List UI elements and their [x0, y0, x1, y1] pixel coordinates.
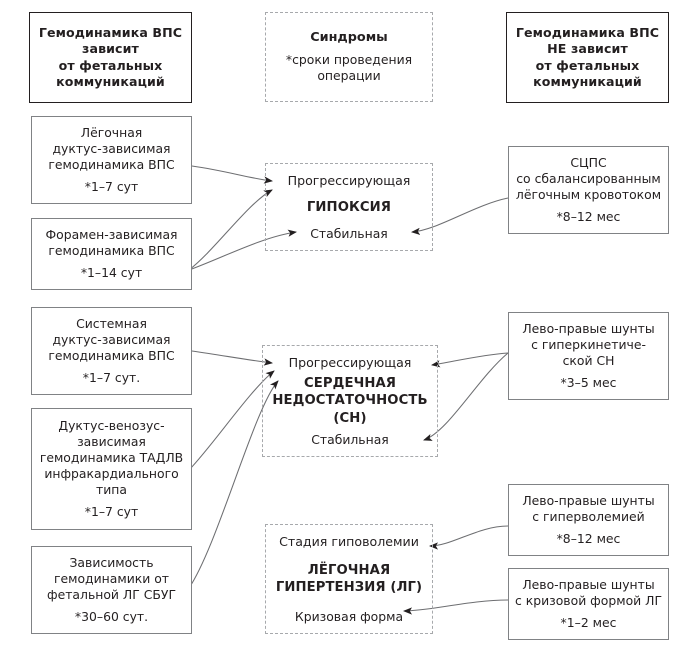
- left-box-3-line-3: инфракардиального: [44, 466, 179, 481]
- right-box-1-line-2: ской СН: [562, 353, 615, 368]
- right-box-left-right-shunts-crisis-ph: Лево-правые шунты с кризовой формой ЛГ *…: [508, 568, 669, 640]
- left-box-3-note: *1–7 сут: [84, 503, 139, 519]
- right-box-0-note: *8–12 мес: [556, 208, 621, 224]
- header-left-line1: Гемодинамика ВПС: [38, 24, 183, 40]
- left-box-systemic-ductus-dependent: Системная дуктус-зависимая гемодинамика …: [31, 307, 192, 395]
- heart-failure-progressive-label: Прогрессирующая: [288, 355, 412, 370]
- left-box-1-line-1: гемодинамика ВПС: [48, 243, 175, 259]
- header-left-line4: коммуникаций: [56, 73, 165, 89]
- right-box-2-note: *8–12 мес: [556, 530, 621, 546]
- header-center-line2: операции: [317, 67, 381, 83]
- right-box-scps-balanced-flow: СЦПС со сбалансированным лёгочным кровот…: [508, 146, 669, 234]
- heart-failure-title-line-0: СЕРДЕЧНАЯ: [303, 376, 397, 392]
- header-right-line2: НЕ зависит: [547, 41, 628, 57]
- ph-hypovolemia-label: Стадия гиповолемии: [279, 534, 419, 549]
- left-box-1-note: *1–14 сут: [80, 264, 143, 280]
- right-box-0-line-0: СЦПС: [570, 155, 607, 171]
- left-box-4-line-2: фетальной ЛГ СБУГ: [47, 587, 176, 602]
- left-box-3-line-2: гемодинамика ТАДЛВ: [39, 450, 184, 466]
- header-right-line1: Гемодинамика ВПС: [515, 24, 660, 40]
- left-box-ductus-venosus-dependent: Дуктус-венозус- зависимая гемодинамика Т…: [31, 408, 192, 530]
- ph-crisis-label: Кризовая форма: [294, 609, 404, 624]
- right-box-3-line-1: с кризовой формой ЛГ: [514, 593, 663, 609]
- arrow-hypervolemia-to-ph-hypovolemia: [429, 525, 509, 550]
- left-box-0-line-1: дуктус-зависимая: [52, 141, 171, 157]
- arrow-systemic-to-hf-progressive: [191, 350, 273, 366]
- left-box-foramen-dependent: Форамен-зависимая гемодинамика ВПС *1–14…: [31, 218, 192, 290]
- center-box-pulmonary-hypertension: Стадия гиповолемии ЛЁГОЧНАЯ ГИПЕРТЕНЗИЯ …: [265, 524, 433, 634]
- hypoxia-title: ГИПОКСИЯ: [306, 199, 392, 215]
- right-box-3-note: *1–2 мес: [560, 614, 617, 630]
- right-box-left-right-shunts-hyperkinetic: Лево-правые шунты с гиперкинетиче- ской …: [508, 312, 669, 400]
- center-box-heart-failure: Прогрессирующая СЕРДЕЧНАЯ НЕДОСТАТОЧНОСТ…: [262, 345, 438, 457]
- heart-failure-stable-label: Стабильная: [311, 432, 389, 447]
- header-right-line4: коммуникаций: [533, 73, 642, 89]
- header-left-line3: от фетальных: [58, 57, 163, 73]
- header-left-dependent: Гемодинамика ВПС зависит от фетальных ко…: [29, 12, 192, 103]
- left-box-0-note: *1–7 сут: [84, 178, 139, 194]
- ph-title: ЛЁГОЧНАЯ ГИПЕРТЕНЗИЯ (ЛГ): [266, 562, 432, 596]
- left-box-2-line-2: гемодинамика ВПС: [48, 348, 175, 363]
- left-box-pulmonary-ductus-dependent: Лёгочная дуктус-зависимая гемодинамика В…: [31, 116, 192, 204]
- ph-title-line-1: ГИПЕРТЕНЗИЯ (ЛГ): [275, 580, 423, 595]
- left-box-2-note: *1–7 сут.: [82, 369, 141, 385]
- header-right-independent: Гемодинамика ВПС НЕ зависит от фетальных…: [506, 12, 669, 103]
- right-box-3-line-0: Лево-правые шунты: [522, 577, 655, 593]
- right-box-1-line-1: с гиперкинетиче-: [531, 337, 646, 353]
- left-box-4-note: *30–60 сут.: [74, 608, 149, 624]
- right-box-0-line-1: со сбалансированным: [516, 171, 661, 187]
- left-box-4-line-0: Зависимость: [69, 555, 154, 571]
- header-left-line2: зависит: [82, 41, 139, 57]
- arrow-pulmonary-to-hypoxia-progressive: [191, 165, 273, 184]
- header-center-line1: *сроки проведения: [285, 51, 413, 67]
- left-box-0-line-0: Лёгочная: [80, 125, 143, 141]
- heart-failure-title-line-1: НЕДОСТАТОЧНОСТЬ (СН): [272, 393, 428, 426]
- right-box-1-note: *3–5 мес: [560, 374, 617, 390]
- arrow-foramen-to-hypoxia-progressive: [188, 189, 273, 271]
- arrow-hyperkinetic-to-hf-progressive: [431, 352, 509, 368]
- left-box-3-line-1: зависимая: [77, 434, 146, 450]
- left-box-1-line-0: Форамен-зависимая: [45, 227, 178, 243]
- left-box-4-line-1: гемодинамики от: [53, 571, 170, 587]
- left-box-2-line-0: Системная: [76, 316, 147, 332]
- right-box-0-line-2: лёгочным кровотоком: [515, 187, 662, 202]
- hypoxia-progressive-label: Прогрессирующая: [287, 173, 411, 188]
- center-box-hypoxia: Прогрессирующая ГИПОКСИЯ Стабильная: [265, 163, 433, 251]
- hypoxia-stable-label: Стабильная: [310, 226, 388, 241]
- header-right-line3: от фетальных: [535, 57, 640, 73]
- right-box-1-line-0: Лево-правые шунты: [522, 321, 655, 337]
- left-box-fetal-ph-sbug-dependence: Зависимость гемодинамики от фетальной ЛГ…: [31, 546, 192, 634]
- header-center-syndromes: Синдромы *сроки проведения операции: [265, 12, 433, 102]
- header-center-title: Синдромы: [310, 30, 388, 46]
- left-box-2-line-1: дуктус-зависимая: [52, 332, 171, 348]
- right-box-2-line-0: Лево-правые шунты: [522, 493, 655, 509]
- left-box-3-line-4: типа: [96, 481, 127, 497]
- right-box-2-line-1: с гиперволемией: [532, 509, 645, 525]
- heart-failure-title: СЕРДЕЧНАЯ НЕДОСТАТОЧНОСТЬ (СН): [263, 375, 437, 426]
- right-box-left-right-shunts-hypervolemia: Лево-правые шунты с гиперволемией *8–12 …: [508, 484, 669, 556]
- ph-title-line-0: ЛЁГОЧНАЯ: [307, 562, 391, 578]
- left-box-3-line-0: Дуктус-венозус-: [58, 418, 165, 434]
- left-box-0-line-2: гемодинамика ВПС: [48, 157, 175, 172]
